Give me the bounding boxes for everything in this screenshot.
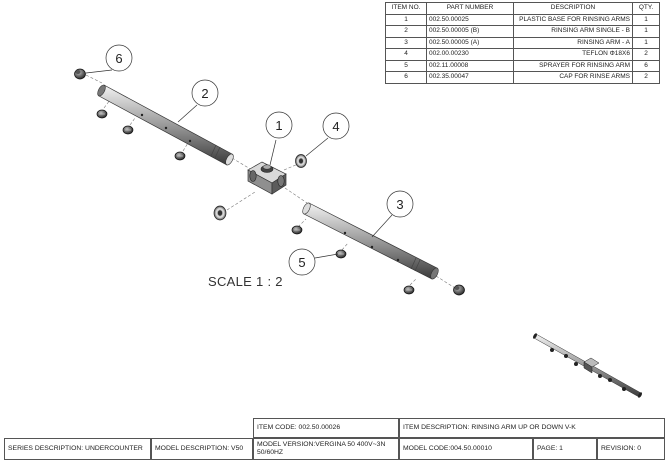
bom-item: 3 — [385, 36, 427, 49]
bom-row: 2 002.50.00005 (B) RINSING ARM SINGLE - … — [385, 25, 660, 38]
bom-description: RINSING ARM SINGLE - B — [513, 25, 633, 38]
sprayer-nozzle — [291, 225, 303, 235]
plastic-base — [247, 161, 287, 195]
model-version-cell: MODEL VERSION:VERGINA 50 400V~3N 50/60HZ — [253, 438, 399, 460]
revision-cell: REVISION: 0 — [597, 438, 665, 460]
callout-balloon-3: 3 — [371, 190, 414, 238]
sprayer-nozzle — [403, 285, 415, 295]
bom-qty: 1 — [632, 25, 660, 38]
callout-number: 2 — [201, 86, 208, 101]
callout-number: 4 — [332, 119, 339, 134]
bom-row: 5 002.11.00008 SPRAYER FOR RINSING ARM 6 — [385, 59, 660, 72]
sprayer-nozzle — [122, 125, 134, 135]
bom-header-row: ITEM NO. PART NUMBER DESCRIPTION QTY. — [385, 2, 660, 15]
sprayer-nozzle — [174, 151, 186, 161]
bom-header-description: DESCRIPTION — [513, 2, 633, 15]
rinse-arm-cap — [74, 68, 86, 80]
bom-header-part: PART NUMBER — [426, 2, 514, 15]
bom-row: 6 002.35.00047 CAP FOR RINSE ARMS 2 — [385, 71, 660, 84]
bom-qty: 2 — [632, 48, 660, 61]
callout-number: 5 — [298, 255, 305, 270]
callout-balloon-1: 1 — [265, 111, 293, 166]
bom-description: TEFLON Φ18X6 — [513, 48, 633, 61]
item-description-cell: ITEM DESCRIPTION: RINSING ARM UP OR DOWN… — [399, 418, 665, 438]
bom-header-qty: QTY. — [632, 2, 660, 15]
rinse-arm-cap — [453, 284, 465, 296]
bom-row: 3 002.50.00005 (A) RINSING ARM - A 1 — [385, 36, 660, 49]
model-code-cell: MODEL CODE:004.50.00010 — [399, 438, 533, 460]
model-description-cell: MODEL DESCRIPTION: V50 — [151, 438, 253, 460]
page-cell: PAGE: 1 — [533, 438, 597, 460]
assembly-axis-lines — [85, 74, 456, 289]
bom-description: RINSING ARM - A — [513, 36, 633, 49]
rinsing-arm-a — [302, 202, 439, 280]
bom-qty: 2 — [632, 71, 660, 84]
bom-header-item: ITEM NO. — [385, 2, 427, 15]
teflon-ring — [213, 205, 227, 221]
callout-balloon-5: 5 — [288, 248, 339, 276]
teflon-ring — [295, 154, 307, 168]
series-description-cell: SERIES DESCRIPTION: UNDERCOUNTER — [4, 438, 151, 460]
callout-balloon-6: 6 — [85, 44, 133, 74]
bom-qty: 6 — [632, 59, 660, 72]
item-code-cell: ITEM CODE: 002.50.00026 — [253, 418, 399, 438]
callout-number: 6 — [115, 51, 122, 66]
bom-row: 4 002.00.00230 TEFLON Φ18X6 2 — [385, 48, 660, 61]
bom-item: 6 — [385, 71, 427, 84]
callout-balloon-4: 4 — [305, 112, 350, 157]
scale-label: SCALE 1 : 2 — [208, 274, 283, 289]
callout-balloon-2: 2 — [177, 79, 219, 123]
bom-table: ITEM NO. PART NUMBER DESCRIPTION QTY. 1 … — [385, 2, 660, 84]
rinsing-arm-b — [97, 84, 234, 166]
bom-part: 002.50.00005 (A) — [426, 36, 514, 49]
bom-qty: 1 — [632, 36, 660, 49]
sprayer-nozzle — [96, 109, 108, 119]
callout-number: 3 — [396, 197, 403, 212]
assembled-isometric-view — [533, 333, 642, 398]
callout-number: 1 — [275, 118, 282, 133]
